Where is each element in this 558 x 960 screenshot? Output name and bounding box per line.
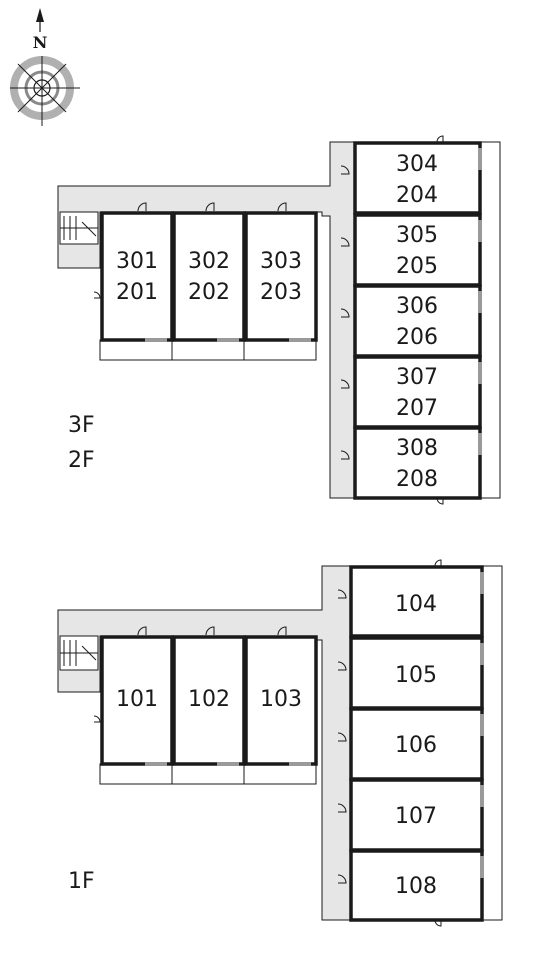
lower-stairs: [59, 635, 99, 671]
unit-label-line1: 304: [396, 152, 438, 177]
unit-304-204: [353, 141, 482, 215]
upper-corridor: [57, 141, 356, 499]
unit-label: 107: [395, 804, 437, 829]
unit-102: [172, 635, 246, 766]
unit-label: 104: [395, 592, 437, 617]
unit-label-line1: 306: [396, 294, 438, 319]
unit-label-line2: 206: [396, 325, 438, 350]
unit-label: 103: [260, 687, 302, 712]
unit-108: [349, 849, 484, 922]
unit-label-line2: 202: [188, 280, 230, 305]
compass-north-label: N: [33, 33, 48, 52]
unit-label-line2: 208: [396, 467, 438, 492]
unit-label-line2: 207: [396, 396, 438, 421]
unit-label: 101: [116, 687, 158, 712]
unit-label-line2: 204: [396, 183, 438, 208]
unit-label-line1: 301: [116, 249, 158, 274]
unit-305-205: [353, 213, 482, 287]
unit-306-206: [353, 284, 482, 358]
unit-label-line1: 307: [396, 365, 438, 390]
unit-301-201: [100, 211, 174, 342]
floor-label: 2F: [68, 448, 95, 473]
unit-label: 105: [395, 663, 437, 688]
unit-103: [244, 635, 318, 766]
unit-302-202: [172, 211, 246, 342]
unit-label-line2: 203: [260, 280, 302, 305]
unit-308-208: [353, 426, 482, 500]
floor-label: 3F: [68, 413, 95, 438]
unit-label-line2: 205: [396, 254, 438, 279]
unit-label-line2: 201: [116, 280, 158, 305]
lower-doors: [93, 559, 442, 927]
unit-303-203: [244, 211, 318, 342]
unit-label: 102: [188, 687, 230, 712]
unit-label: 106: [395, 733, 437, 758]
unit-label-line1: 302: [188, 249, 230, 274]
unit-label-line1: 303: [260, 249, 302, 274]
unit-107: [349, 778, 484, 852]
unit-label-line1: 308: [396, 436, 438, 461]
unit-104: [349, 565, 484, 638]
upper-doors: [93, 135, 444, 505]
upper-stairs: [59, 211, 99, 245]
unit-label-line1: 305: [396, 223, 438, 248]
lower-corridor: [57, 565, 351, 921]
unit-label: 108: [395, 874, 437, 899]
compass-rose-icon: N: [10, 8, 80, 126]
floor-label: 1F: [68, 869, 95, 894]
upper-floor-plan: 301 201 302 202 303 203 304 204 305 205 …: [57, 135, 501, 505]
unit-105: [349, 636, 484, 710]
unit-101: [100, 635, 174, 766]
lower-floor-plan: 101 102 103 104 105 106 107 108 1F: [57, 559, 503, 927]
